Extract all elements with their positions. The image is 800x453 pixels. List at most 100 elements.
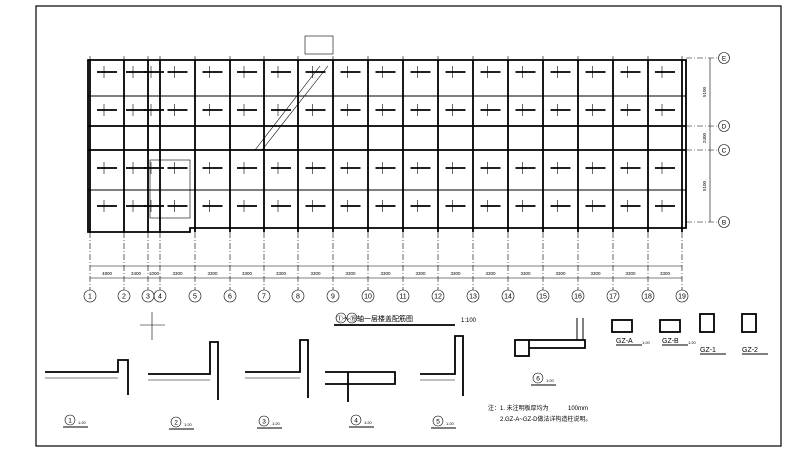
bay-spacing: 4800 xyxy=(102,271,113,276)
bay-spacing: 3300 xyxy=(345,271,356,276)
detail-5-profile xyxy=(420,335,464,396)
bay-spacing: 3300 xyxy=(520,271,531,276)
row-label-B: B xyxy=(722,220,726,227)
gz-2-section xyxy=(741,313,757,333)
axis-bubble-14 xyxy=(501,289,515,303)
row-bubble-D xyxy=(718,120,730,132)
section-label-GZ-1: GZ-1 xyxy=(700,347,716,354)
axis-bubble-6 xyxy=(223,289,237,303)
grid-lines xyxy=(89,56,683,290)
bay-spacing: 3300 xyxy=(450,271,461,276)
axis-label-16: 16 xyxy=(574,294,582,301)
axis-label-7: 7 xyxy=(262,294,266,301)
row-bubbles: E D C B xyxy=(686,52,730,228)
detail-scale-2: 1:20 xyxy=(184,422,193,427)
detail-scale-6: 1:20 xyxy=(546,378,555,383)
notes-line-1: 1. 未注明板厚均为 xyxy=(500,404,549,412)
axis-bubble-10 xyxy=(361,289,375,303)
stair-diagonal-2 xyxy=(261,65,329,151)
bay-spacing: 3300 xyxy=(485,271,496,276)
detail-scale-3: 1:20 xyxy=(272,421,281,426)
row-spacing: 2400 xyxy=(702,132,707,143)
notes-label: 注： xyxy=(488,404,500,412)
stair-diagonal xyxy=(254,65,321,151)
plan-scale: 1:100 xyxy=(461,318,477,324)
axis-bubble-17 xyxy=(606,289,620,303)
gz-1-section xyxy=(699,313,715,333)
drawing-border xyxy=(35,5,782,447)
row-spacing: 5100 xyxy=(702,180,707,191)
axis-bubble-5 xyxy=(188,289,202,303)
axis-label-1: 1 xyxy=(88,294,92,301)
axis-bubble-11 xyxy=(396,289,410,303)
axis-bubble-12 xyxy=(431,289,445,303)
axis-label-11: 11 xyxy=(399,294,406,301)
section-scale: 1:20 xyxy=(642,340,651,345)
axis-bubble-7 xyxy=(257,289,271,303)
rebar-marks xyxy=(97,66,675,212)
row-label-D: D xyxy=(722,124,727,131)
axis-label-4: 4 xyxy=(158,294,162,301)
notes-line-1-value: 100mm xyxy=(568,406,588,412)
bay-spacing: 3300 xyxy=(380,271,391,276)
detail-scale-5: 1:20 xyxy=(446,421,455,426)
axis-bubble-13 xyxy=(466,289,480,303)
row-label-C: C xyxy=(722,148,727,155)
bay-spacing: 3300 xyxy=(242,271,253,276)
bay-spacing: 3300 xyxy=(625,271,636,276)
row-bubble-E xyxy=(718,52,730,64)
title-bubble-b xyxy=(346,312,358,324)
detail-number-3: 3 xyxy=(262,419,266,426)
axis-label-17: 17 xyxy=(609,294,617,301)
axis-label-6: 6 xyxy=(228,294,232,301)
detail-bubble-3 xyxy=(258,415,270,427)
axis-bubble-15 xyxy=(536,289,550,303)
detail-bubble-5 xyxy=(432,415,444,427)
axis-bubble-1 xyxy=(83,289,97,303)
bay-spacing: 3300 xyxy=(660,271,671,276)
axis-label-3: 3 xyxy=(146,294,150,301)
detail-number-1: 1 xyxy=(68,418,72,425)
bay-spacing: 3300 xyxy=(555,271,566,276)
right-dimension-labels: 5100 2400 5100 xyxy=(702,86,707,191)
roof-box xyxy=(304,35,334,55)
axis-bubble-4 xyxy=(153,289,167,303)
row-label-E: E xyxy=(722,56,727,63)
axis-bubble-8 xyxy=(291,289,305,303)
axis-bubble-16 xyxy=(571,289,585,303)
detail-bubble-1 xyxy=(64,414,76,426)
detail-3-profile xyxy=(245,339,309,398)
detail-bubble-4 xyxy=(350,414,362,426)
axis-label-15: 15 xyxy=(539,294,547,301)
axis-label-8: 8 xyxy=(296,294,300,301)
bay-spacing: 3300 xyxy=(310,271,321,276)
row-spacing: 5100 xyxy=(702,86,707,97)
section-label-GZ-2: GZ-2 xyxy=(742,347,758,354)
detail-scale-4: 1:20 xyxy=(364,420,373,425)
detail-number-6: 6 xyxy=(536,376,540,383)
detail-number-4: 4 xyxy=(354,418,358,425)
detail-6-slab xyxy=(529,339,586,349)
axis-bubble-19 xyxy=(675,289,689,303)
axis-bubble-9 xyxy=(326,289,340,303)
detail-1-profile xyxy=(45,359,129,395)
detail-number-2: 2 xyxy=(174,420,178,427)
axis-bubble-18 xyxy=(641,289,655,303)
axis-label-10: 10 xyxy=(364,294,372,301)
title-bubble-a xyxy=(335,312,347,324)
section-label-GZ-B: GZ-B xyxy=(662,338,679,345)
gz-b-section xyxy=(659,319,681,333)
axis-label-19: 19 xyxy=(678,294,686,301)
row-bubble-B xyxy=(718,216,730,228)
plan-title: ①～⑲轴一层楼盖配筋图 xyxy=(336,314,413,323)
bay-spacing: 3300 xyxy=(276,271,287,276)
bay-spacing: 3300 xyxy=(590,271,601,276)
axis-label-14: 14 xyxy=(504,294,512,301)
bay-spacing: 3300 xyxy=(172,271,183,276)
axis-label-9: 9 xyxy=(331,294,335,301)
